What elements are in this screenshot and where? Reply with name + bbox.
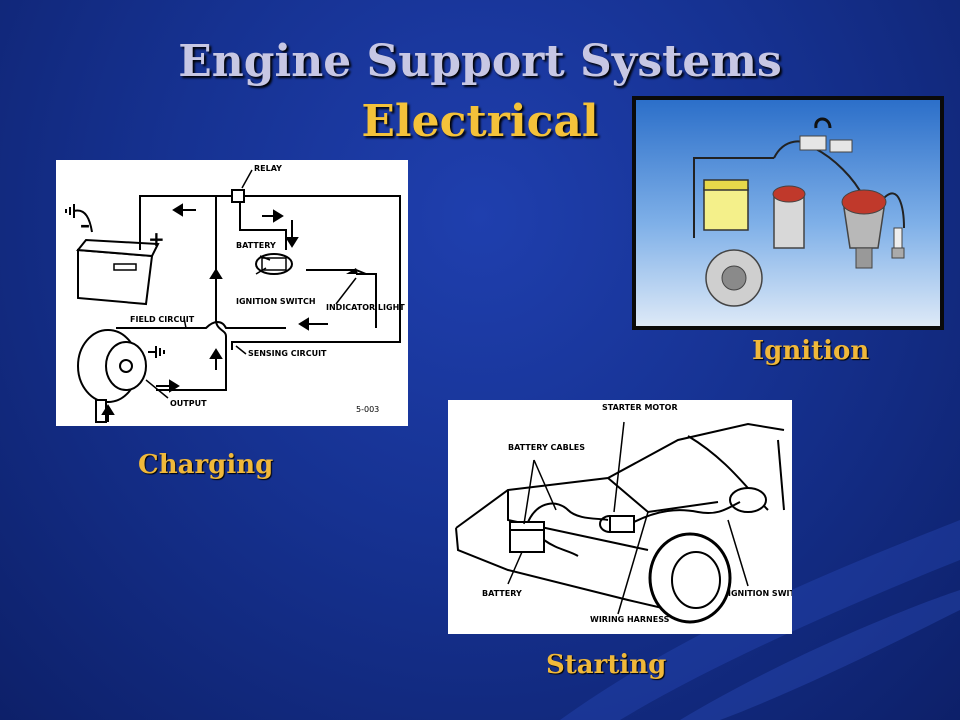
- slide-subtitle: Electrical: [361, 96, 599, 147]
- indicator-light-icon: [346, 268, 358, 274]
- label-ignition-switch: IGNITION SWITCH: [728, 589, 792, 598]
- starter-motor-icon: [599, 515, 635, 533]
- label-battery: BATTERY: [482, 589, 522, 598]
- label-output: OUTPUT: [170, 399, 207, 408]
- figure-id: 5-003: [356, 405, 379, 414]
- caption-charging: Charging: [138, 450, 274, 480]
- steering-wheel-icon: [729, 487, 767, 513]
- relay-box: [231, 189, 245, 203]
- ignition-illustration: [636, 100, 940, 326]
- ignition-switch-icon: [255, 253, 293, 275]
- alternator-icon: [705, 249, 763, 307]
- battery-icon: [703, 179, 749, 231]
- label-battery-cables: BATTERY CABLES: [508, 443, 585, 452]
- charging-schematic: – +: [65, 164, 405, 423]
- distributor-icon: [841, 189, 887, 269]
- caption-ignition: Ignition: [752, 336, 870, 366]
- label-ignition-switch: IGNITION SWITCH: [236, 297, 316, 306]
- ignition-image: [632, 96, 944, 330]
- car-outline: [455, 422, 785, 615]
- charging-diagram: – +: [56, 160, 408, 426]
- label-starter-motor: STARTER MOTOR: [602, 403, 678, 412]
- label-relay: RELAY: [254, 164, 282, 173]
- slide-title: Engine Support Systems: [178, 36, 782, 87]
- label-sensing-circuit: SENSING CIRCUIT: [248, 349, 327, 358]
- svg-text:–: –: [80, 213, 90, 237]
- leader-lines: [507, 421, 749, 615]
- battery-icon: [509, 521, 545, 553]
- label-indicator-light: INDICATOR LIGHT: [326, 303, 405, 312]
- coil-icon: [772, 185, 806, 249]
- starting-diagram: STARTER MOTOR BATTERY CABLES BATTERY WIR…: [448, 400, 792, 634]
- spark-plug-icon: [891, 227, 905, 259]
- ground-icon: [65, 204, 93, 233]
- battery-icon: – +: [76, 213, 165, 306]
- wiring: [527, 501, 741, 557]
- alternator-ground-icon: [148, 346, 165, 358]
- alternator-icon: [77, 329, 147, 423]
- label-wiring-harness: WIRING HARNESS: [590, 615, 670, 624]
- wheel-icon: [648, 532, 732, 624]
- flow-arrows: [101, 203, 328, 422]
- svg-text:+: +: [148, 227, 165, 251]
- label-battery: BATTERY: [236, 241, 276, 250]
- label-field-circuit: FIELD CIRCUIT: [130, 315, 195, 324]
- circuit-wires: [116, 195, 401, 391]
- caption-starting: Starting: [546, 650, 667, 680]
- connector-icon: [799, 117, 853, 153]
- starting-illustration: STARTER MOTOR BATTERY CABLES BATTERY WIR…: [455, 403, 792, 624]
